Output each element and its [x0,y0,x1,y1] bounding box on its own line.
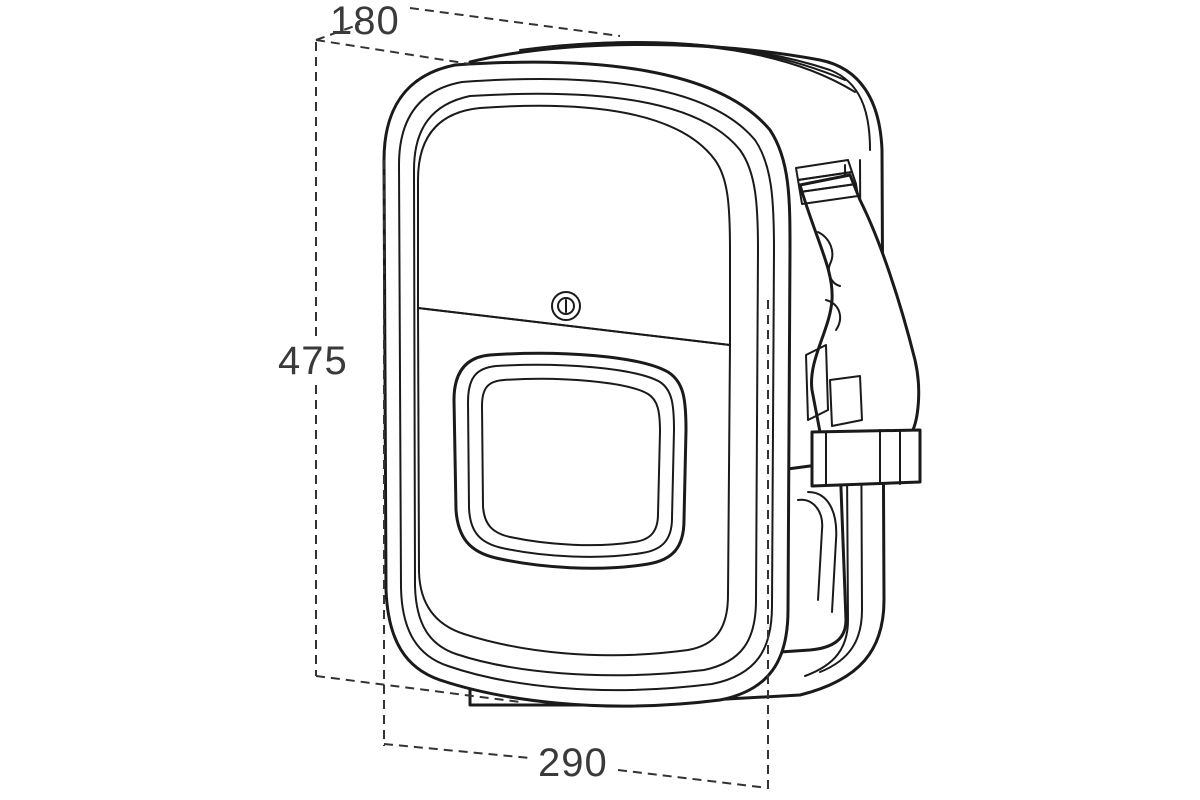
connector-grip-ridges [795,159,859,205]
width-label: 290 [538,741,608,785]
width-dimension: 290 [383,160,769,790]
charging-connector [795,159,922,488]
lock-icon [551,291,581,321]
depth-label: 180 [330,0,400,43]
cable-holster [778,460,848,654]
height-label: 475 [278,339,348,383]
lower-body-panel [417,307,731,657]
depth-dimension: 180 [315,0,621,65]
display-window [452,351,688,570]
height-dimension: 475 [278,42,521,703]
upper-cover-panel [417,104,731,346]
